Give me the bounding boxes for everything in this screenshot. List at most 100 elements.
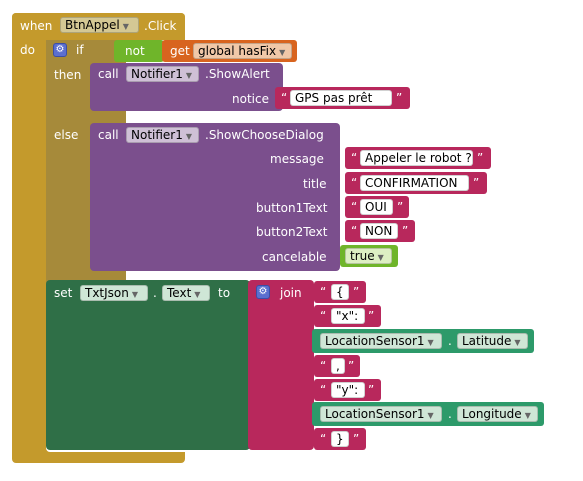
text-value: GPS pas prêt — [295, 91, 373, 105]
property-dropdown-text[interactable]: Text▼ — [162, 285, 210, 301]
property-name: Longitude — [462, 407, 522, 421]
quote-mark-icon: ” — [477, 151, 484, 165]
component-name: Notifier1 — [131, 67, 183, 81]
gear-icon[interactable]: ⚙ — [53, 43, 67, 57]
property-dropdown-longitude[interactable]: Longitude▼ — [457, 406, 538, 422]
quote-mark-icon: ” — [368, 383, 375, 397]
component-dropdown-notifier[interactable]: Notifier1▼ — [126, 66, 199, 82]
join-label: join — [280, 286, 302, 300]
dot-separator: . — [153, 286, 157, 300]
quote-mark-icon: “ — [320, 359, 327, 373]
quote-mark-icon: ” — [353, 432, 360, 446]
dot-separator: . — [448, 407, 452, 421]
boolean-dropdown[interactable]: true▼ — [345, 248, 392, 264]
component-name: LocationSensor1 — [325, 407, 425, 421]
quote-mark-icon: “ — [320, 285, 327, 299]
text-field-y-key[interactable]: "y": — [331, 382, 365, 398]
text-value: } — [336, 432, 344, 446]
dropdown-arrow-icon: ▼ — [427, 338, 434, 347]
show-choose-dialog-block[interactable] — [90, 123, 340, 271]
quote-mark-icon: “ — [320, 432, 327, 446]
property-name: Text — [167, 286, 192, 300]
quote-mark-icon: “ — [281, 91, 288, 105]
dropdown-arrow-icon: ▼ — [131, 290, 139, 299]
dropdown-arrow-icon: ▼ — [279, 48, 286, 57]
text-field-title[interactable]: CONFIRMATION — [360, 175, 469, 191]
param-title-label: title — [303, 177, 327, 191]
not-label: not — [125, 44, 145, 58]
dropdown-arrow-icon: ▼ — [194, 290, 201, 299]
component-dropdown-txtjson[interactable]: TxtJson▼ — [80, 285, 148, 301]
set-label: set — [54, 286, 73, 300]
text-value: "y": — [336, 383, 359, 397]
sensor-dropdown-latitude[interactable]: LocationSensor1▼ — [320, 333, 442, 349]
else-label: else — [54, 128, 79, 142]
quote-mark-icon: ” — [397, 200, 404, 214]
text-field-close-brace[interactable]: } — [331, 431, 349, 447]
quote-mark-icon: “ — [351, 151, 358, 165]
property-dropdown-latitude[interactable]: Latitude▼ — [457, 333, 528, 349]
get-label: get — [170, 44, 190, 58]
sensor-dropdown-longitude[interactable]: LocationSensor1▼ — [320, 406, 442, 422]
text-value: { — [336, 285, 344, 299]
text-value: CONFIRMATION — [365, 176, 458, 190]
quote-mark-icon: “ — [320, 309, 327, 323]
dropdown-arrow-icon: ▼ — [122, 22, 129, 31]
component-name: TxtJson — [85, 286, 129, 300]
component-name: BtnAppel — [65, 18, 120, 32]
quote-mark-icon: ” — [396, 91, 403, 105]
param-cancelable-label: cancelable — [262, 250, 327, 264]
method-name: .ShowAlert — [205, 67, 270, 81]
to-label: to — [218, 286, 231, 300]
param-button1-label: button1Text — [256, 201, 328, 215]
quote-mark-icon: ” — [473, 176, 480, 190]
param-message-label: message — [270, 152, 324, 166]
component-dropdown-btnappel[interactable]: BtnAppel▼ — [60, 17, 139, 33]
then-label: then — [54, 68, 82, 82]
variable-name: global hasFix — [198, 44, 277, 58]
param-notice-label: notice — [232, 92, 269, 106]
component-dropdown-notifier[interactable]: Notifier1▼ — [126, 127, 199, 143]
quote-mark-icon: ” — [402, 224, 409, 238]
dropdown-arrow-icon: ▼ — [427, 411, 434, 420]
param-button2-label: button2Text — [256, 225, 328, 239]
text-field-button2[interactable]: NON — [360, 223, 398, 239]
quote-mark-icon: “ — [351, 176, 358, 190]
dropdown-arrow-icon: ▼ — [524, 411, 531, 420]
text-value: "x": — [336, 309, 359, 323]
quote-mark-icon: ” — [353, 285, 360, 299]
set-property-block[interactable] — [46, 280, 250, 450]
dot-separator: . — [448, 334, 452, 348]
text-field-notice[interactable]: GPS pas prêt — [290, 90, 392, 106]
event-name: .Click — [144, 19, 177, 33]
quote-mark-icon: ” — [348, 359, 355, 373]
dropdown-arrow-icon: ▼ — [185, 132, 193, 141]
not-block[interactable] — [114, 40, 164, 62]
quote-mark-icon: “ — [351, 224, 358, 238]
component-name: LocationSensor1 — [325, 334, 425, 348]
join-block[interactable] — [248, 280, 314, 450]
variable-dropdown[interactable]: global hasFix▼ — [193, 43, 292, 59]
text-value: Appeler le robot ? — [365, 151, 472, 165]
do-label: do — [20, 43, 35, 57]
quote-mark-icon: “ — [351, 200, 358, 214]
text-value: NON — [365, 224, 393, 238]
dropdown-arrow-icon: ▼ — [185, 71, 193, 80]
dropdown-arrow-icon: ▼ — [377, 253, 384, 262]
method-name: .ShowChooseDialog — [205, 128, 324, 142]
boolean-value: true — [350, 249, 375, 263]
component-name: Notifier1 — [131, 128, 183, 142]
dropdown-arrow-icon: ▼ — [514, 338, 521, 347]
text-field-button1[interactable]: OUI — [360, 199, 393, 215]
if-label: if — [76, 43, 84, 57]
property-name: Latitude — [462, 334, 512, 348]
text-field-open-brace[interactable]: { — [331, 284, 349, 300]
when-label: when — [20, 19, 53, 33]
text-field-comma[interactable]: , — [331, 358, 345, 374]
call-label: call — [98, 67, 119, 81]
quote-mark-icon: ” — [368, 309, 375, 323]
text-field-x-key[interactable]: "x": — [331, 308, 365, 324]
gear-icon[interactable]: ⚙ — [256, 285, 270, 299]
text-value: , — [336, 359, 340, 373]
text-field-message[interactable]: Appeler le robot ? — [360, 150, 473, 166]
